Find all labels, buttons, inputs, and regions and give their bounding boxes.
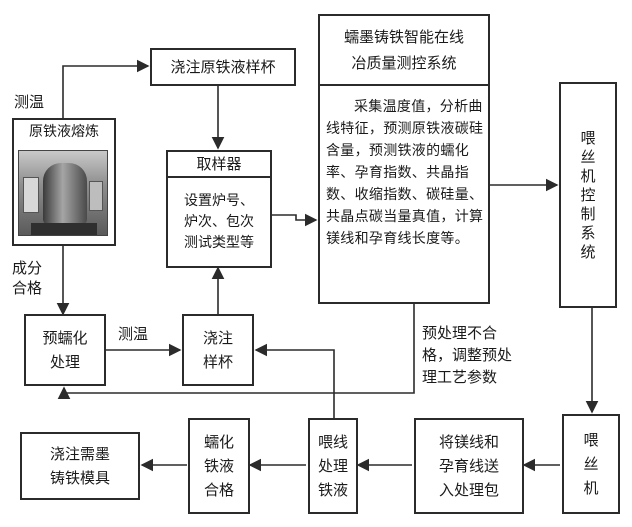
vermicular-ok-box: 蠕化 铁液 合格 [188, 418, 250, 514]
system-box [318, 14, 490, 304]
arrow-melt-to-cup [62, 59, 150, 118]
system-title: 蠕墨铸铁智能在线 冶质量测控系统 [318, 16, 490, 86]
arrow-treat-to-cup [254, 343, 335, 418]
system-body: 采集温度值，分析曲线特征，预测原铁液碳硅含量，预测铁液的蠕化率、孕育指数、共晶指… [326, 99, 484, 247]
melting-label: 原铁液熔炼 [29, 124, 99, 140]
arrow-sampler-to-system [272, 213, 318, 227]
temp-measure-label-1: 测温 [14, 93, 45, 111]
send-wire-box: 将镁线和 孕育线送 入处理包 [414, 418, 524, 514]
sampler-box [166, 150, 272, 268]
feeder-control-system: 喂 丝 机 控 制 系 统 [559, 82, 617, 308]
pour-mold-box: 浇注需墨 铸铁模具 [20, 432, 140, 500]
sampler-title: 取样器 [166, 152, 272, 178]
composition-ok-label: 成分 合格 [12, 259, 43, 297]
pretreat-box: 预蠕化 处理 [24, 314, 106, 386]
pour-sample-cup-top: 浇注原铁液样杯 [150, 48, 296, 86]
pour-sample-cup: 浇注 样杯 [182, 314, 254, 386]
pretreat-fail-label: 预处理不合 格，调整预处 理工艺参数 [422, 324, 513, 386]
temp-measure-label-2: 测温 [118, 325, 149, 343]
furnace-photo [18, 150, 108, 236]
wire-treat-box: 喂线 处理 铁液 [308, 418, 358, 514]
arrow-system-to-pretreat [57, 304, 415, 400]
feeder-box: 喂 丝 机 [562, 414, 620, 514]
sampler-body: 设置炉号、 炉次、包次 测试类型等 [184, 192, 254, 251]
